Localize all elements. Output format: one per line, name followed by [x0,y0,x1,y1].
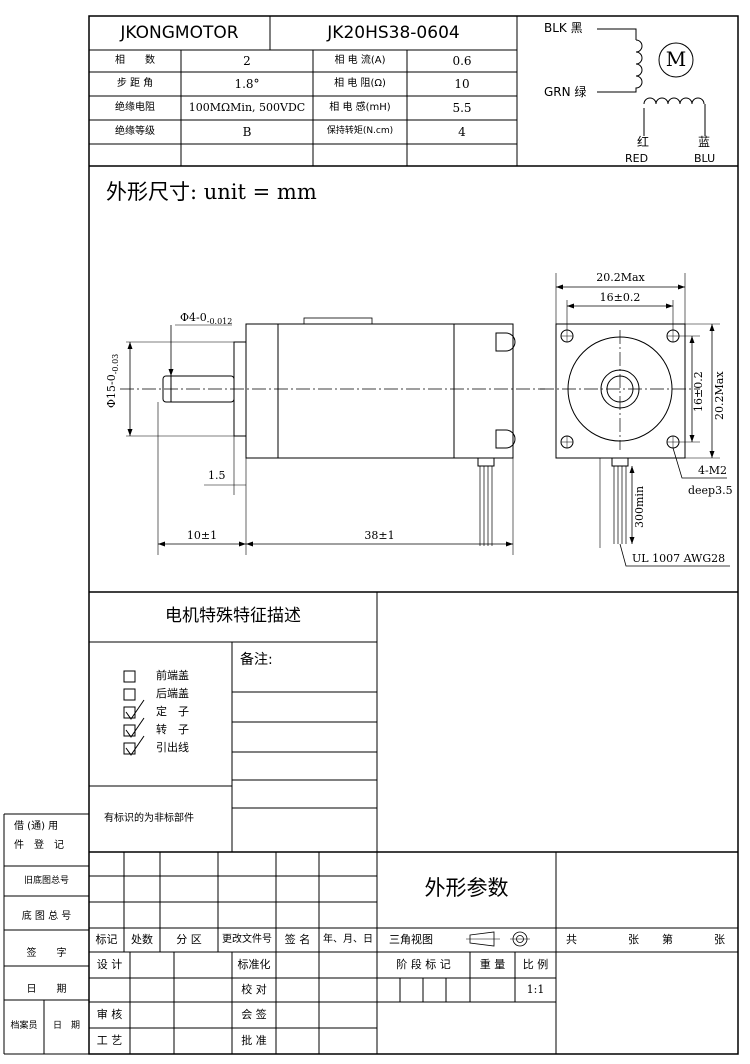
dim-height-max: 20.2Max [713,371,726,420]
side-label: 签 字 [26,948,67,959]
rev-header: 分 区 [176,933,202,946]
spec-value: 100MΩMin, 500VDC [188,101,306,114]
wire-blu-label: BLU [694,152,716,165]
dim-hole-spacing: 16±0.2 [599,291,641,304]
rev-header: 签 名 [284,933,311,946]
spec-value: B [242,125,252,139]
nonstandard-note: 有标识的为非标部件 [104,813,194,824]
features-title: 电机特殊特征描述 [165,606,301,626]
rev-header: 标记 [95,933,118,946]
pilot-dia-label: Φ15-0-0.03 [105,353,121,408]
role-label: 标准化 [237,958,271,971]
wire-red-cn: 红 [637,135,650,149]
rev-header: 年、月、日 [323,934,373,945]
spec-label: 相 电 阻(Ω) [334,78,386,89]
ratio-label: 比 例 [522,958,549,971]
spec-value: 2 [243,54,251,68]
wire-grn-label: GRN 绿 [544,85,587,99]
spec-value: 0.6 [452,54,472,68]
wire-blu-cn: 蓝 [698,135,711,149]
role-label: 工 艺 [96,1034,123,1047]
drawing-title: 外形尺寸: unit = mm [106,180,317,204]
sheet-count-label: 张 [714,933,725,946]
rev-header: 处数 [131,933,153,946]
spec-label: 绝缘电阻 [115,102,155,113]
role-label: 审 核 [96,1008,123,1021]
role-label: 批 准 [241,1034,267,1047]
rev-header: 更改文件号 [222,934,272,945]
feature-item: 引出线 [156,741,189,754]
sheet-title: 外形参数 [424,876,509,900]
side-label: 旧底图总号 [23,876,69,886]
mount-hole-depth: deep3.5 [688,484,733,497]
spec-value: 5.5 [452,101,472,115]
spec-label: 相 数 [115,55,155,66]
remarks-label: 备注: [240,652,273,668]
feature-item: 定 子 [156,705,189,718]
spec-label: 保持转矩(N.cm) [326,126,394,136]
side-label: 档案员 [10,1021,38,1031]
spec-value: 10 [454,77,470,91]
side-label: 日 期 [26,984,67,995]
wire-red-label: RED [625,152,649,165]
dim-shaft-length: 10±1 [186,529,218,542]
scale-value: 1:1 [526,983,545,996]
spec-label: 相 电 感(mH) [329,102,391,113]
dim-body-length: 38±1 [364,529,395,542]
side-label: 借 (通) 用 [14,821,59,832]
feature-item: 前端盖 [156,669,189,682]
feature-item: 后端盖 [156,687,189,700]
sheet-count-label: 共 [566,933,577,946]
brand-name: JKONGMOTOR [120,23,239,43]
feature-item: 转 子 [156,723,189,736]
third-angle-label: 三角视图 [389,933,433,946]
spec-label: 相 电 流(A) [334,55,386,66]
sheet-count-label: 第 [662,933,673,946]
spec-label: 步 距 角 [116,78,154,89]
motor-symbol: M [665,47,687,71]
side-label: 底 图 总 号 [21,911,72,922]
spec-value: 4 [458,125,466,139]
dim-width-max: 20.2Max [596,271,645,284]
lead-length: 300min [633,485,646,528]
wire-spec: UL 1007 AWG28 [632,552,726,565]
model-number: JK20HS38-0604 [327,23,460,43]
shaft-dia-label: Φ4-0-0.012 [180,311,233,327]
weight-label: 重 量 [479,958,506,971]
spec-value: 1.8° [234,77,260,91]
dim-hole-spacing-side: 16±0.2 [692,371,705,412]
stage-label: 阶 段 标 记 [396,958,451,971]
sheet-count-label: 张 [628,933,639,946]
role-label: 设 计 [96,958,123,971]
dim-1-5: 1.5 [208,469,226,482]
spec-label: 绝缘等级 [115,126,155,137]
role-label: 会 签 [241,1008,267,1021]
side-label: 日 期 [52,1021,80,1031]
side-label: 件 登 记 [14,840,64,851]
role-label: 校 对 [241,983,267,996]
wire-blk-label: BLK 黑 [544,21,583,35]
mount-hole-label: 4-M2 [698,464,727,477]
